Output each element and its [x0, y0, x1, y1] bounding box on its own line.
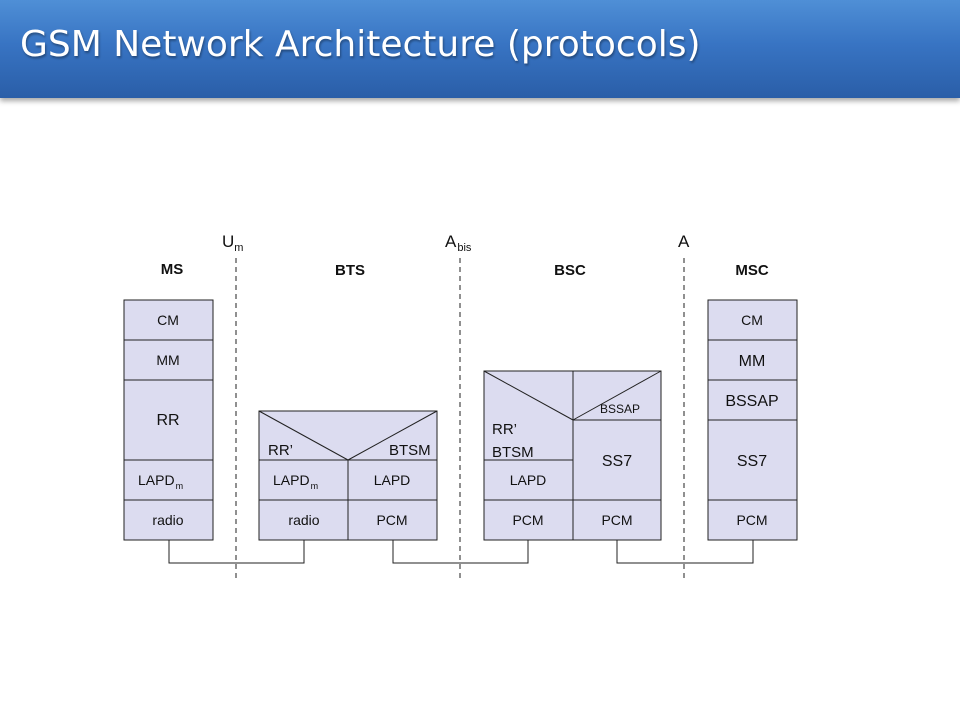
bts-diagonal-left — [258, 410, 349, 461]
bsc-bssap-label: BSSAP — [600, 402, 640, 416]
ms-radio-layer — [123, 499, 214, 541]
ms-lapdm-label: LAPDm — [138, 472, 183, 491]
ms-cm-label: CM — [157, 312, 179, 328]
bsc-pcm-right-label: PCM — [601, 512, 632, 528]
msc-bssap-label: BSSAP — [725, 393, 778, 410]
bsc-btsm-label: BTSM — [492, 444, 534, 461]
bsc-diagonal-right — [572, 370, 662, 421]
bts-diagonal-right — [347, 410, 438, 461]
msc-bssap-layer — [707, 379, 798, 421]
um-interface-label: Um — [222, 232, 243, 254]
msc-mm-layer — [707, 339, 798, 381]
ms-lapdm-layer — [123, 459, 214, 501]
bsc-ss7-label: SS7 — [602, 453, 632, 470]
msc-ss7-label: SS7 — [737, 453, 767, 470]
msc-pcm-label: PCM — [736, 512, 767, 528]
bts-lapdm-label: LAPDm — [273, 472, 318, 491]
bts-btsm-label: BTSM — [389, 442, 431, 459]
bsc-left-upper-layer — [483, 370, 574, 461]
msc-mm-label: MM — [739, 353, 766, 370]
bsc-ss7-layer — [572, 419, 662, 501]
msc-cm-label: CM — [741, 312, 763, 328]
msc-node-label: MSC — [735, 262, 769, 279]
ms-radio-label: radio — [152, 512, 183, 528]
bsc-lapd-layer — [483, 459, 574, 501]
ms-mm-label: MM — [156, 352, 179, 368]
bts-node-label: BTS — [335, 262, 365, 279]
ms-rr-label: RR — [156, 412, 179, 429]
bsc-rr-label: RR’ — [492, 421, 517, 438]
bts-pcm-layer — [347, 499, 438, 541]
bsc-lapd-label: LAPD — [510, 472, 547, 488]
slide-title: GSM Network Architecture (protocols) — [20, 24, 701, 65]
msc-pcm-layer — [707, 499, 798, 541]
bts-lapd-label: LAPD — [374, 472, 411, 488]
bts-radio-label: radio — [288, 512, 319, 528]
msc-ss7-layer — [707, 419, 798, 501]
bsc-msc-link — [616, 540, 754, 564]
bts-lapdm-layer — [258, 459, 349, 501]
abis-interface-label: Abis — [445, 232, 472, 254]
bsc-pcm-left-label: PCM — [512, 512, 543, 528]
ms-bts-link — [168, 540, 305, 564]
bts-bsc-link — [392, 540, 529, 564]
title-bar: GSM Network Architecture (protocols) — [0, 0, 960, 98]
bts-rr-label: RR’ — [268, 442, 293, 459]
ms-node-label: MS — [161, 261, 184, 278]
ms-mm-layer — [123, 339, 214, 381]
bsc-pcm-right-layer — [572, 499, 662, 541]
bsc-node-label: BSC — [554, 262, 586, 279]
bsc-pcm-left-layer — [483, 499, 574, 541]
bts-pcm-label: PCM — [376, 512, 407, 528]
bts-lapd-layer — [347, 459, 438, 501]
a-interface-label: A — [678, 232, 690, 251]
msc-cm-layer — [707, 299, 798, 341]
bts-upper-layer — [258, 410, 438, 461]
bsc-diagonal-left — [483, 370, 574, 421]
ms-rr-layer — [123, 379, 214, 461]
